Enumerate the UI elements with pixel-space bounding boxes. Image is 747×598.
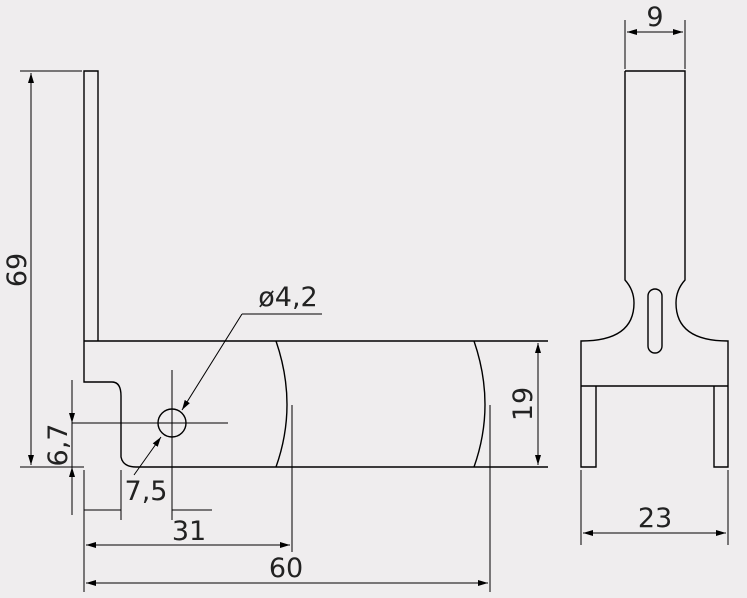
dim-label-6-7: 6,7 bbox=[43, 424, 74, 467]
dim-width-23: 23 bbox=[583, 503, 726, 536]
dim-label-7-5: 7,5 bbox=[125, 476, 168, 507]
side-view-outline bbox=[580, 70, 729, 468]
dim-label-9: 9 bbox=[646, 2, 663, 33]
dim-tab-width-9: 9 bbox=[627, 2, 683, 35]
side-view-slot bbox=[647, 288, 663, 354]
bend-curve-1 bbox=[275, 340, 288, 468]
dim-label-31: 31 bbox=[172, 516, 206, 547]
dim-width-31: 31 bbox=[86, 516, 290, 548]
body-outline bbox=[83, 340, 548, 468]
dim-hole-diameter: ø4,2 bbox=[133, 282, 322, 476]
front-view bbox=[72, 70, 548, 520]
dim-label-19: 19 bbox=[508, 387, 539, 421]
dim-label-hole-diameter: ø4,2 bbox=[258, 282, 317, 313]
dim-offset-7-5: 7,5 bbox=[84, 476, 212, 511]
side-extension-lines bbox=[580, 20, 729, 545]
bend-curve-2 bbox=[473, 340, 486, 468]
vertical-tab-outline bbox=[83, 70, 99, 341]
dim-offset-6-7: 6,7 bbox=[43, 398, 75, 492]
dim-label-60: 60 bbox=[269, 553, 303, 584]
dim-label-23: 23 bbox=[638, 503, 672, 534]
side-view bbox=[580, 70, 729, 468]
dim-height-69: 69 bbox=[2, 73, 34, 465]
dim-label-69: 69 bbox=[2, 253, 33, 287]
dim-height-19: 19 bbox=[508, 343, 541, 465]
dim-length-60: 60 bbox=[86, 553, 488, 586]
